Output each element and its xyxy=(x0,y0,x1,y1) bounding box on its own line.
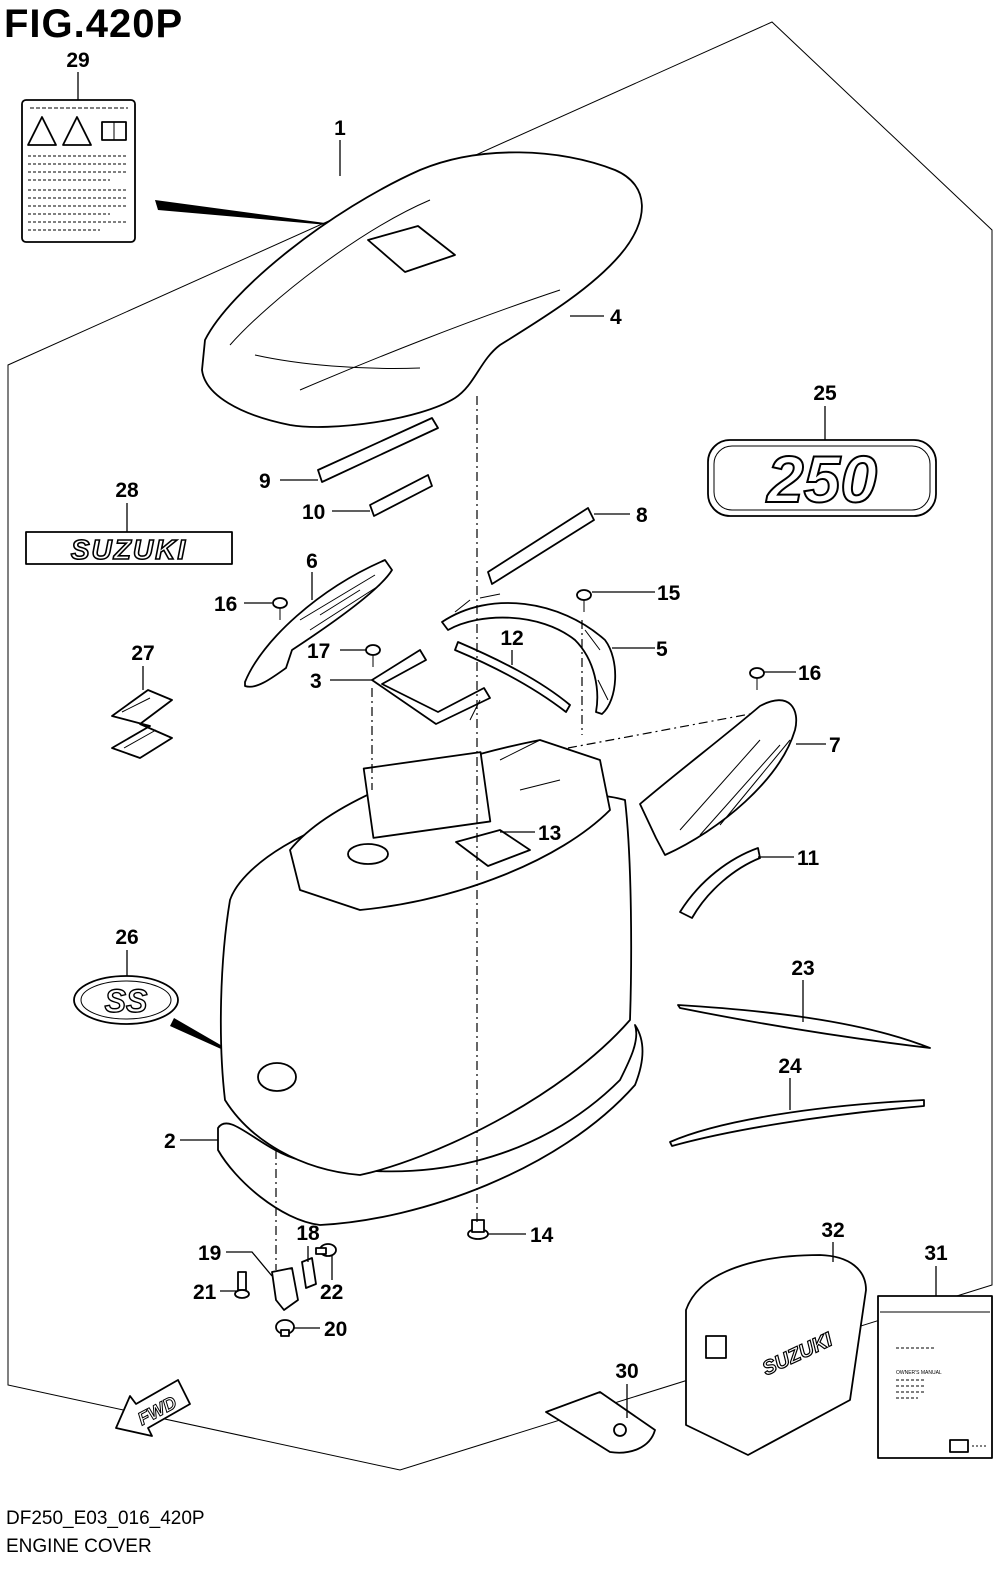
part-27-s-emblem xyxy=(111,689,173,759)
part-12-seal-strip xyxy=(454,641,571,713)
callout-6: 6 xyxy=(306,550,318,573)
leader-lines xyxy=(77,72,937,1418)
part-30-pouch xyxy=(545,1391,656,1454)
callout-4: 4 xyxy=(610,306,622,329)
figure-code: DF250_E03_016_420P xyxy=(6,1508,205,1529)
callout-22: 22 xyxy=(320,1281,343,1304)
callout-13: 13 xyxy=(538,822,561,845)
callout-7: 7 xyxy=(829,734,841,757)
callout-27: 27 xyxy=(131,642,154,665)
callout-10: 10 xyxy=(302,501,325,524)
callout-2: 2 xyxy=(164,1130,176,1153)
callout-28: 28 xyxy=(115,479,139,502)
callout-32: 32 xyxy=(821,1219,844,1242)
callout-20: 20 xyxy=(324,1318,347,1341)
callout-numbers: 29 1 4 25 9 10 8 28 6 16 15 17 12 3 5 16… xyxy=(66,49,948,1383)
part-25-250-badge: 250 xyxy=(707,439,937,517)
callout-8: 8 xyxy=(636,504,648,527)
badge-250-text: 250 xyxy=(765,442,877,516)
callout-15: 15 xyxy=(657,582,681,605)
part-23-stripe xyxy=(677,1004,931,1049)
callout-16a: 16 xyxy=(214,593,237,616)
figure-name: ENGINE COVER xyxy=(6,1536,152,1557)
manual-title-text: OWNER'S MANUAL xyxy=(896,1370,942,1376)
fastener-15 xyxy=(576,589,592,612)
part-3-bracket xyxy=(371,649,491,725)
assembly-line-grille xyxy=(567,713,751,749)
callout-1: 1 xyxy=(334,117,346,140)
fastener-16-right xyxy=(749,667,765,690)
part-5-rear-ring xyxy=(441,593,617,715)
grommet-14 xyxy=(467,1219,489,1240)
fastener-17 xyxy=(365,644,381,667)
fwd-arrow-icon: FWD xyxy=(115,1379,191,1437)
callout-11: 11 xyxy=(797,847,820,870)
part-11-seal xyxy=(679,847,761,919)
part-9-seal xyxy=(317,417,439,483)
callout-31: 31 xyxy=(924,1242,948,1265)
part-10-seal xyxy=(369,474,433,517)
callout-26: 26 xyxy=(115,926,138,949)
callout-16b: 16 xyxy=(798,662,821,685)
callout-29: 29 xyxy=(66,49,89,72)
warning-triangle-icon xyxy=(27,116,92,146)
callout-21: 21 xyxy=(193,1281,217,1304)
part-2-lower-cover xyxy=(217,699,644,1226)
callout-14: 14 xyxy=(530,1224,554,1247)
part-7-right-grille xyxy=(639,699,798,856)
part-28-suzuki-decal: SUZUKI xyxy=(25,531,233,566)
callout-5: 5 xyxy=(656,638,668,661)
fastener-16-left xyxy=(272,597,288,620)
hook-18 xyxy=(301,1257,317,1289)
part-29-warning-label xyxy=(21,99,136,243)
callout-24: 24 xyxy=(778,1055,802,1078)
part-6-left-grille xyxy=(244,559,393,688)
callout-25: 25 xyxy=(813,382,837,405)
callout-9: 9 xyxy=(259,470,271,493)
callout-23: 23 xyxy=(791,957,814,980)
callout-19: 19 xyxy=(198,1242,221,1265)
callout-18: 18 xyxy=(296,1222,320,1245)
callout-3: 3 xyxy=(310,670,322,693)
callout-30: 30 xyxy=(615,1360,638,1383)
label-pointer xyxy=(155,200,362,228)
part-24-stripe xyxy=(669,1099,925,1147)
manual-book-icon xyxy=(101,121,127,141)
callout-17: 17 xyxy=(307,640,330,663)
figure-title: FIG.420P xyxy=(4,2,184,46)
ss-logo-text: SS xyxy=(105,983,148,1019)
latch-19 xyxy=(271,1267,299,1311)
bolt-21 xyxy=(234,1271,250,1299)
part-26-ss-oval: SS xyxy=(73,975,179,1025)
part-32-cover-bag: SUZUKI xyxy=(685,1254,867,1456)
bolt-22 xyxy=(315,1243,337,1257)
suzuki-decal-text: SUZUKI xyxy=(71,534,187,565)
part-31-owners-manual: OWNER'S MANUAL xyxy=(877,1295,993,1459)
part-8-seal xyxy=(487,507,595,585)
grommet-20 xyxy=(275,1319,295,1337)
part-1-top-cover xyxy=(201,151,643,428)
callout-12: 12 xyxy=(500,627,523,650)
boundary-frame xyxy=(7,21,993,1471)
